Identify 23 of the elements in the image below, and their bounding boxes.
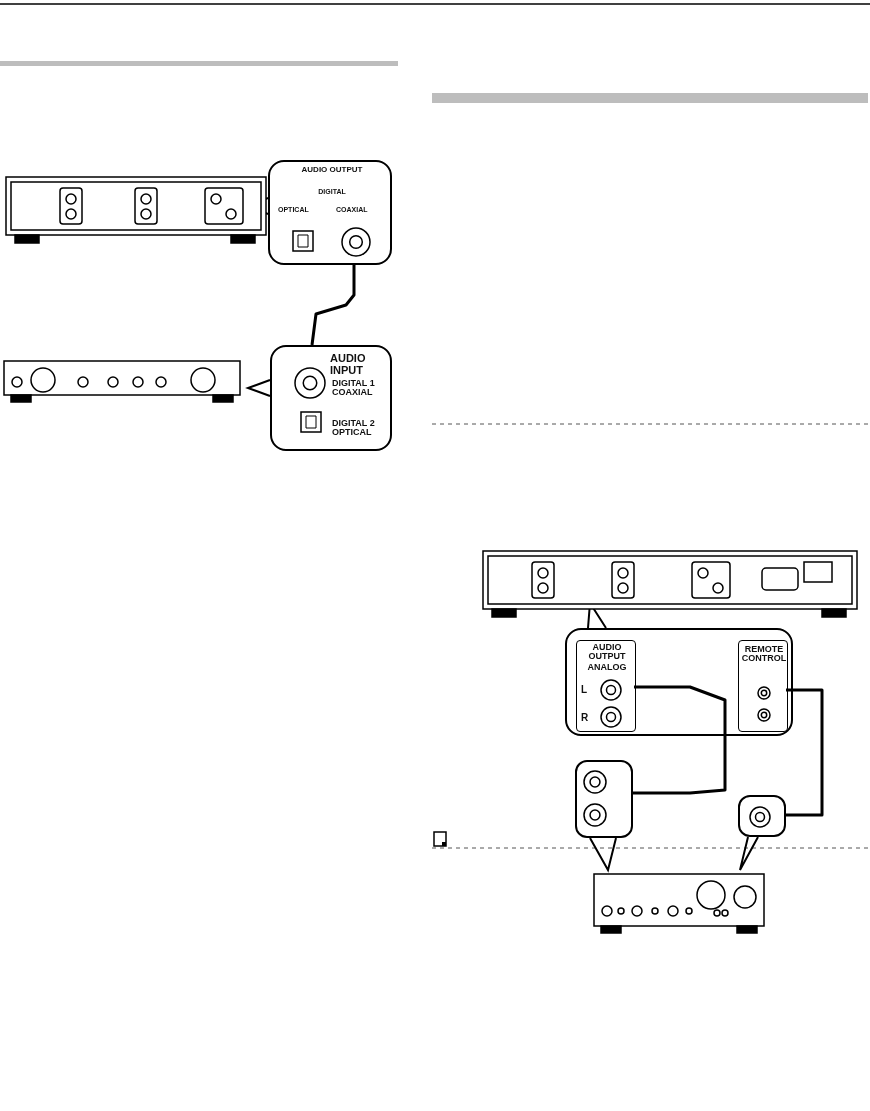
cable [633,685,727,795]
callout-box [575,760,633,838]
panel-label: AUDIO INPUT [330,353,367,377]
callout-box [738,795,786,837]
callout-box [270,345,392,451]
panel-label: ANALOG [586,663,628,673]
panel-label: REMOTE CONTROL [740,645,788,664]
player-rear-panel-drawing [5,176,267,246]
panel-label: R [581,713,590,724]
panel-label: AUDIO OUTPUT [587,643,627,662]
callout-box [268,160,392,265]
cable [786,688,824,817]
panel-label: L [581,685,589,696]
panel-label: DIGITAL 1 COAXIAL [332,379,376,398]
panel-label: DIGITAL 2 OPTICAL [332,419,376,438]
jack-panel [738,640,788,732]
callout-box [565,628,793,736]
amplifier-drawing [593,873,765,935]
player-rear-panel-drawing [482,550,858,620]
panel-label: AUDIO OUTPUT [300,166,364,175]
amplifier-drawing [3,360,241,404]
jack-panel [576,640,636,732]
cable [310,265,356,346]
